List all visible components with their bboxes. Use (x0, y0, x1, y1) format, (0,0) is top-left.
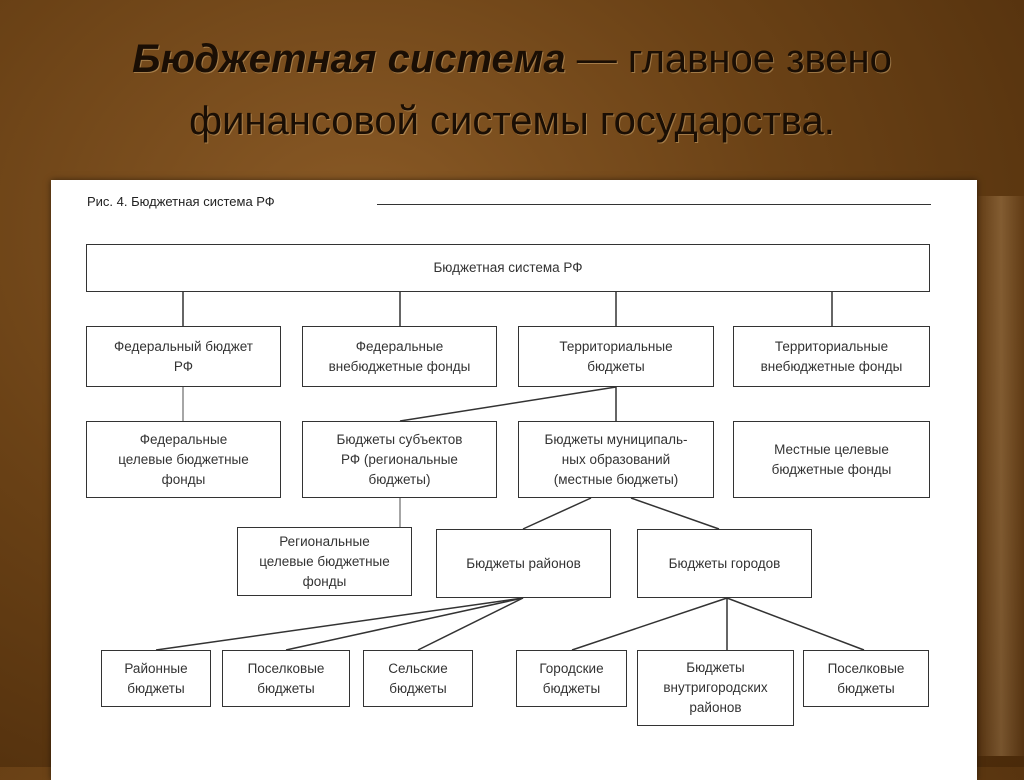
title-rest: — главное звено (565, 37, 892, 81)
node-city-budgets: Бюджеты городов (637, 529, 812, 598)
node-regional-target-funds: Региональные целевые бюджетные фонды (237, 527, 412, 596)
node-budget-system: Бюджетная система РФ (86, 244, 930, 292)
node-municipal-budgets: Бюджеты муниципаль- ных образований (мес… (518, 421, 714, 498)
title-emphasis: Бюджетная система (132, 37, 566, 81)
connector-municipal-cities (630, 497, 720, 530)
title-line2: финансовой системы государства. (189, 99, 835, 143)
figure-caption: Рис. 4. Бюджетная система РФ (87, 194, 275, 209)
connector-lines (155, 292, 865, 651)
node-regional-budgets: Бюджеты субъектов РФ (региональные бюдже… (302, 421, 497, 498)
node-federal-target-funds: Федеральные целевые бюджетные фонды (86, 421, 281, 498)
diagram-panel: Рис. 4. Бюджетная система РФ Бюджетная с… (51, 180, 977, 780)
node-local-target-funds: Местные целевые бюджетные фонды (733, 421, 930, 498)
node-settlement-budgets-b: Поселковые бюджеты (803, 650, 929, 707)
node-intracity-budgets: Бюджеты внутригородских районов (637, 650, 794, 726)
connector-cities-settlement (726, 597, 865, 651)
node-district-budgets: Бюджеты районов (436, 529, 611, 598)
node-raion-budgets: Районные бюджеты (101, 650, 211, 707)
slide-title: Бюджетная система — главное звено финанс… (0, 28, 1024, 152)
connector-districts-raion (155, 597, 524, 651)
connector-districts-rural (417, 597, 524, 651)
node-urban-budgets: Городские бюджеты (516, 650, 627, 707)
connector-districts-settlement (285, 597, 524, 651)
connector-territorial-regional (399, 386, 617, 422)
background-pillar (978, 196, 1024, 756)
connector-municipal-districts (522, 497, 592, 530)
node-federal-budget: Федеральный бюджет РФ (86, 326, 281, 387)
node-rural-budgets: Сельские бюджеты (363, 650, 473, 707)
node-settlement-budgets-a: Поселковые бюджеты (222, 650, 350, 707)
caption-rule (377, 204, 931, 205)
node-territorial-budgets: Территориальные бюджеты (518, 326, 714, 387)
node-territorial-offbudget-funds: Территориальные внебюджетные фонды (733, 326, 930, 387)
connector-cities-urban (571, 597, 728, 651)
node-federal-offbudget-funds: Федеральные внебюджетные фонды (302, 326, 497, 387)
